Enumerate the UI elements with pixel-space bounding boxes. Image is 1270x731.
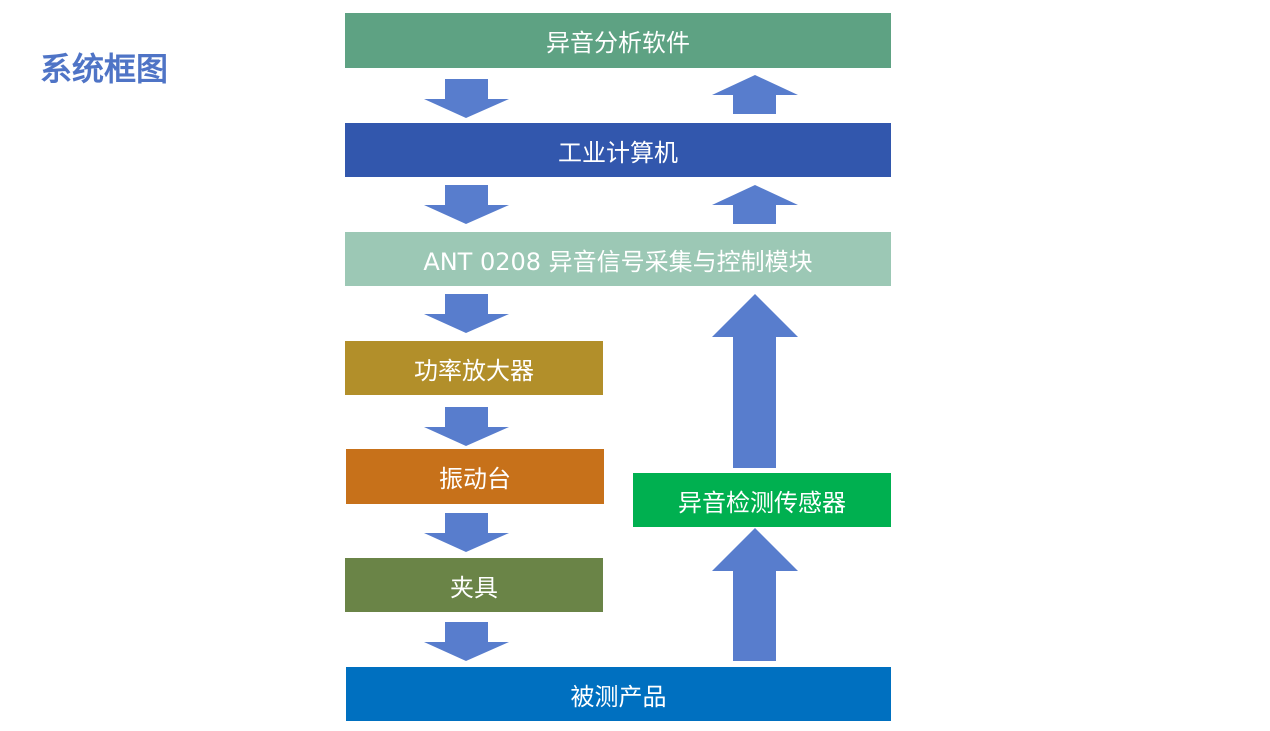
arrow-down-amplifier-shaker — [424, 407, 509, 446]
arrow-down-fixture-product — [424, 622, 509, 661]
node-computer: 工业计算机 — [345, 123, 891, 177]
node-sensor: 异音检测传感器 — [633, 473, 891, 527]
node-software: 异音分析软件 — [345, 13, 891, 68]
arrow-down-computer-module — [424, 185, 509, 224]
page-title: 系统框图 — [40, 50, 169, 88]
arrow-up-module-computer — [712, 185, 798, 224]
node-shaker: 振动台 — [346, 449, 604, 504]
arrow-down-software-computer — [424, 79, 509, 118]
arrow-up-computer-software — [712, 75, 798, 114]
node-fixture: 夹具 — [345, 558, 603, 612]
arrow-up-sensor-module — [712, 294, 798, 468]
arrow-up-product-sensor — [712, 528, 798, 661]
node-product: 被测产品 — [346, 667, 891, 721]
arrow-down-module-amplifier — [424, 294, 509, 333]
arrow-down-shaker-fixture — [424, 513, 509, 552]
node-amplifier: 功率放大器 — [345, 341, 603, 395]
node-module: ANT 0208 异音信号采集与控制模块 — [345, 232, 891, 286]
